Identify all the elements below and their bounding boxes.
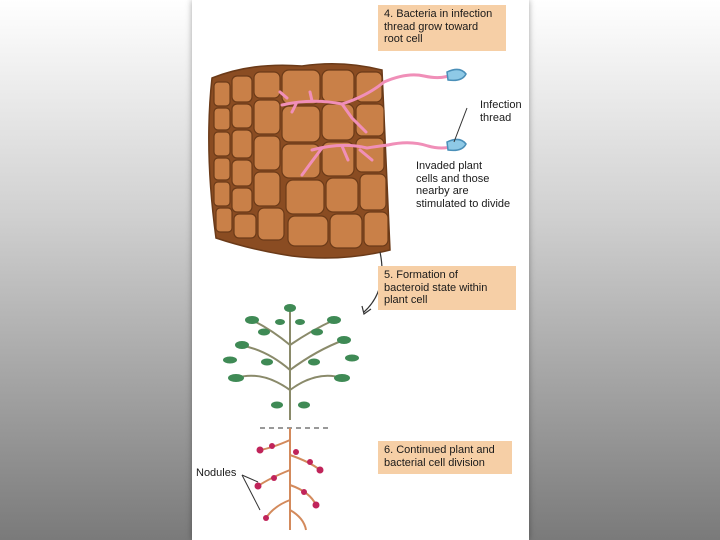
nodules-label: Nodules bbox=[196, 467, 246, 480]
slide-panel: 4. Bacteria in infection thread grow tow… bbox=[192, 0, 529, 540]
step-5-callout: 5. Formation of bacteroid state within p… bbox=[378, 266, 516, 310]
step-4-text: 4. Bacteria in infection thread grow tow… bbox=[384, 8, 500, 46]
root-tissue-illustration bbox=[209, 64, 390, 258]
infection-thread-label: Infection thread bbox=[480, 99, 530, 124]
step-6-text: 6. Continued plant and bacterial cell di… bbox=[384, 444, 506, 469]
step-6-callout: 6. Continued plant and bacterial cell di… bbox=[378, 441, 512, 474]
nodules-leader bbox=[242, 475, 260, 510]
step-4-callout: 4. Bacteria in infection thread grow tow… bbox=[378, 5, 506, 51]
plant-illustration bbox=[223, 304, 359, 530]
step-5-text: 5. Formation of bacteroid state within p… bbox=[384, 269, 510, 307]
invaded-cells-label: Invaded plant cells and those nearby are… bbox=[416, 160, 526, 210]
infection-thread-leader bbox=[454, 108, 467, 142]
bacteria-tip bbox=[447, 69, 466, 150]
